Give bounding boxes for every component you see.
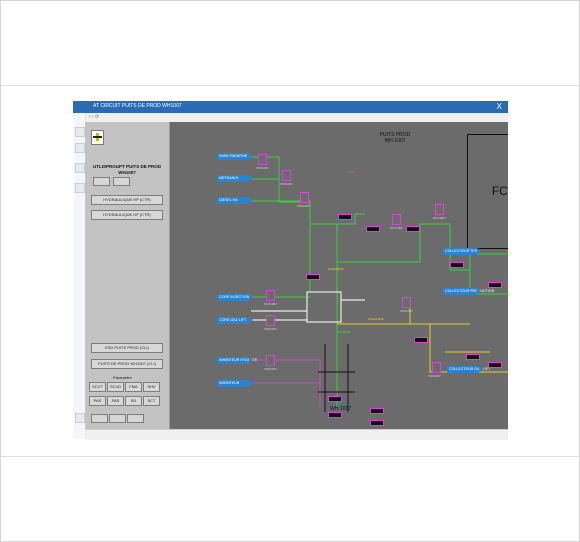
tag-collecteur-production[interactable]: COLLECTEUR PRODUCTION <box>443 288 495 295</box>
valve-label: XSV1007 <box>280 182 293 186</box>
valve-icon[interactable] <box>266 315 275 326</box>
esd-well-button[interactable]: PUITS DE PROD WH1007 (CLI) <box>91 359 163 369</box>
tag-collecteur-gas-lift[interactable]: COLLECTEUR GAS LIFT <box>447 366 491 373</box>
valve-label: XSV1007 <box>256 166 269 170</box>
toolstrip-button[interactable] <box>75 163 85 173</box>
panel-button[interactable] <box>127 414 144 423</box>
indicator-block <box>414 337 428 343</box>
grid-button[interactable]: SHV <box>143 382 160 392</box>
valve-label: SCV1007 <box>264 302 277 306</box>
valve-icon[interactable] <box>266 355 275 366</box>
valve-icon[interactable] <box>435 204 444 215</box>
status-bar <box>85 429 508 440</box>
tag-methanol[interactable]: METHANOL <box>217 175 253 182</box>
indicator-block <box>406 226 420 232</box>
override-label: OVERRIDE <box>328 267 344 271</box>
well-title: PUITS PROD WH-1007 <box>370 132 420 144</box>
indicator-block <box>488 282 502 288</box>
override-label: OVERRIDE <box>368 317 384 321</box>
valve-icon[interactable] <box>300 192 309 203</box>
grid-button[interactable]: SCT <box>143 396 160 406</box>
parameter-label: Paramètre <box>113 375 132 380</box>
window-title-bar: AT CIRCUIT PUITS DE PROD WH1007 X <box>73 101 508 113</box>
indicator-block <box>370 408 384 414</box>
company-logo <box>91 130 104 145</box>
valve-icon[interactable] <box>258 154 267 165</box>
indicator-block <box>328 396 342 402</box>
indicator-block <box>338 214 352 220</box>
indicator-block <box>306 274 320 280</box>
grid-button[interactable]: PAS <box>107 396 124 406</box>
toolstrip-button[interactable] <box>75 413 85 423</box>
tag-inhib-parafine[interactable]: INHIB PARAFINE <box>217 153 253 160</box>
toolstrip-button[interactable] <box>75 127 85 137</box>
tag-collecteur-test[interactable]: COLLECTEUR TEST <box>443 248 481 255</box>
valve-icon[interactable] <box>282 170 291 181</box>
nav-arrows-icon[interactable]: ‹ › ⟳ <box>89 114 100 120</box>
indicator-block <box>366 226 380 232</box>
scada-screenshot: AT CIRCUIT PUITS DE PROD WH1007 X ‹ › ⟳ … <box>73 101 508 440</box>
indicator-block <box>488 362 502 368</box>
control-panel: UTLISPROUPT PUITS DE PROD WH1007 HYDRAUL… <box>85 122 170 429</box>
valve-label: PCV1007 <box>390 226 403 230</box>
indicator-block <box>466 354 480 360</box>
fcw-panel[interactable]: FCW <box>467 134 508 249</box>
grid-button[interactable]: SD <box>125 396 142 406</box>
valve-icon[interactable] <box>266 290 275 301</box>
well-title-line-1: PUITS PROD <box>379 132 411 138</box>
indicator-block <box>450 262 464 268</box>
hydraulics-button-1[interactable]: HYDRAULIQUE HP (CTR) <box>91 195 163 205</box>
grid-button[interactable]: FMA <box>125 382 142 392</box>
well-title-line-2: WH-1007 <box>384 138 406 144</box>
grid-button[interactable]: SCVT <box>89 382 106 392</box>
toolstrip-button[interactable] <box>75 183 85 193</box>
tag-inhibiteur[interactable]: INHIBITEUR <box>217 380 253 387</box>
panel-button[interactable] <box>91 414 108 423</box>
tag-inhibiteur-hydrate[interactable]: INHIBITEUR HYDRATE <box>217 357 258 364</box>
toolstrip-button[interactable] <box>75 143 85 153</box>
valve-label: XSV1007 <box>428 374 441 378</box>
tag-core-gaz-lift[interactable]: CORE GAZ LIFT <box>217 317 253 324</box>
window-title: AT CIRCUIT PUITS DE PROD WH1007 <box>93 103 182 109</box>
esd-button[interactable]: ESD PUITS PROD (CLI) <box>91 343 163 353</box>
panel-button[interactable] <box>113 177 130 186</box>
grid-button[interactable]: PAS <box>89 396 106 406</box>
grid-button[interactable]: SCVD <box>107 382 124 392</box>
close-icon[interactable]: X <box>496 102 502 111</box>
valve-icon[interactable] <box>432 362 441 373</box>
process-schematic: PUITS PROD WH-1007 FCW INHIB PARAFINE ME… <box>170 122 508 429</box>
panel-button[interactable] <box>109 414 126 423</box>
indicator-block <box>328 412 342 418</box>
top-divider <box>0 85 580 86</box>
valve-icon[interactable] <box>392 214 401 225</box>
bottom-divider <box>0 456 580 457</box>
indicator-block <box>370 420 384 426</box>
panel-title: UTLISPROUPT PUITS DE PROD WH1007 <box>92 164 161 175</box>
panel-button[interactable] <box>93 177 110 186</box>
well-label: WH-1007 <box>330 406 352 412</box>
left-toolstrip <box>73 113 86 439</box>
valve-label: XSV1007 <box>264 367 277 371</box>
valve-icon[interactable] <box>402 297 411 308</box>
valve-label: XSV1007 <box>400 309 413 313</box>
hydraulics-button-2[interactable]: HYDRAULIQUE HP (CTR) <box>91 210 163 220</box>
valve-label: HCV1007 <box>433 216 447 220</box>
valve-label: XSV1007 <box>264 327 277 331</box>
valve-label: XSV1007 <box>297 204 310 208</box>
tag-core-injection[interactable]: CORE INJECTION <box>217 294 253 301</box>
tag-diesel[interactable]: DIESEL HA <box>217 197 253 204</box>
